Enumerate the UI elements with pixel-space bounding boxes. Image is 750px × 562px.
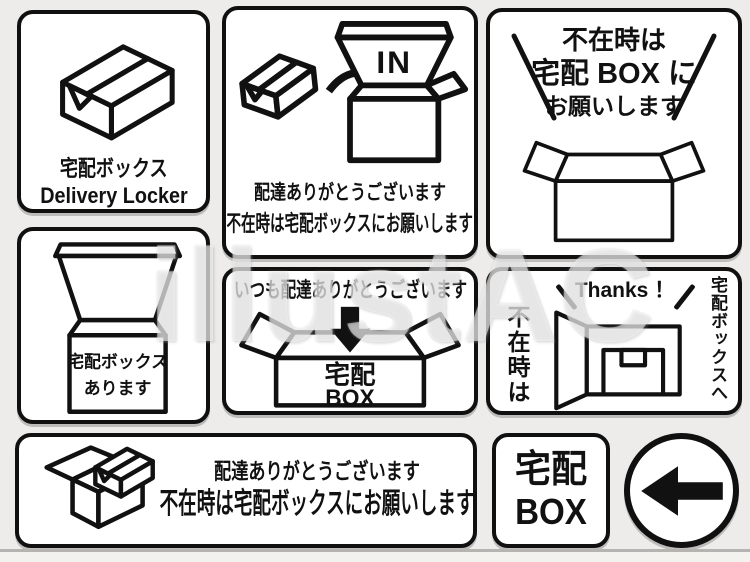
- available-line2: あります: [83, 379, 151, 398]
- thanks-label: Thanks ！: [574, 279, 676, 302]
- absent-line3: お願いします: [545, 93, 683, 120]
- plate-line1: 宅配: [514, 448, 588, 491]
- sign-absent-request: 不在時は 宅配 BOX に お願いします: [486, 8, 742, 259]
- closed-box-icon: [59, 44, 175, 141]
- banner-line2: 不在時は宅配ボックスにお願いします: [159, 488, 475, 521]
- box-label-jp: 宅配: [324, 361, 376, 390]
- absent-line1: 不在時は: [561, 25, 666, 55]
- sign-thanks-locker: 不在時は 宅配ボックスへ Thanks ！: [486, 267, 742, 415]
- closed-box-icon: [239, 53, 319, 120]
- sign-banner: 配達ありがとうございます 不在時は宅配ボックスにお願いします: [15, 433, 477, 548]
- open-box-arrow-icon: 宅配 BOX: [239, 306, 461, 409]
- sign-box-available: 宅配ボックス あります: [17, 227, 210, 424]
- boxes-packing-icon: [44, 445, 155, 530]
- absent-line2: 宅配 BOX に: [531, 57, 697, 90]
- closed-box: [93, 446, 155, 499]
- to-delivery-box-vertical-label: 宅配ボックスへ: [708, 276, 727, 402]
- box-into-box-illustration: IN: [239, 21, 469, 164]
- open-box-icon: [522, 140, 706, 242]
- locker-open-door-icon: [554, 310, 682, 411]
- bottom-edge-strip: [0, 549, 750, 562]
- plate-line2: BOX: [515, 490, 587, 532]
- always-thanks-line: いつも配達ありがとうございます: [233, 279, 467, 302]
- locker-title-en: Delivery Locker: [39, 183, 188, 209]
- left-arrow-icon: [640, 465, 723, 516]
- sign-always-thanks: いつも配達ありがとうございます 宅配 BOX: [222, 267, 478, 415]
- in-label: IN: [376, 44, 412, 80]
- absent-vertical-label: 不在時は: [504, 305, 530, 405]
- sign-delivery-locker: 宅配ボックス Delivery Locker: [17, 10, 210, 213]
- down-arrow-icon: [329, 306, 371, 353]
- thanks-line: 配達ありがとうございます: [254, 182, 446, 204]
- sign-thanks-in: IN 配達ありがとうございます 不在時は宅配ボックスにお願いします: [222, 6, 478, 259]
- request-line: 不在時は宅配ボックスにお願いします: [226, 211, 474, 236]
- sign-arrow-circle: [624, 433, 739, 548]
- banner-line1: 配達ありがとうございます: [214, 459, 420, 485]
- box-label-en: BOX: [325, 384, 374, 409]
- radiating-lines-icon: [511, 33, 717, 121]
- locker-title-jp: 宅配ボックス: [59, 156, 168, 181]
- available-line1: 宅配ボックス: [67, 351, 168, 371]
- open-box-in-icon: IN: [334, 21, 469, 164]
- lidded-box-icon: 宅配ボックス あります: [52, 242, 182, 414]
- sign-box-plate: 宅配 BOX: [492, 433, 610, 548]
